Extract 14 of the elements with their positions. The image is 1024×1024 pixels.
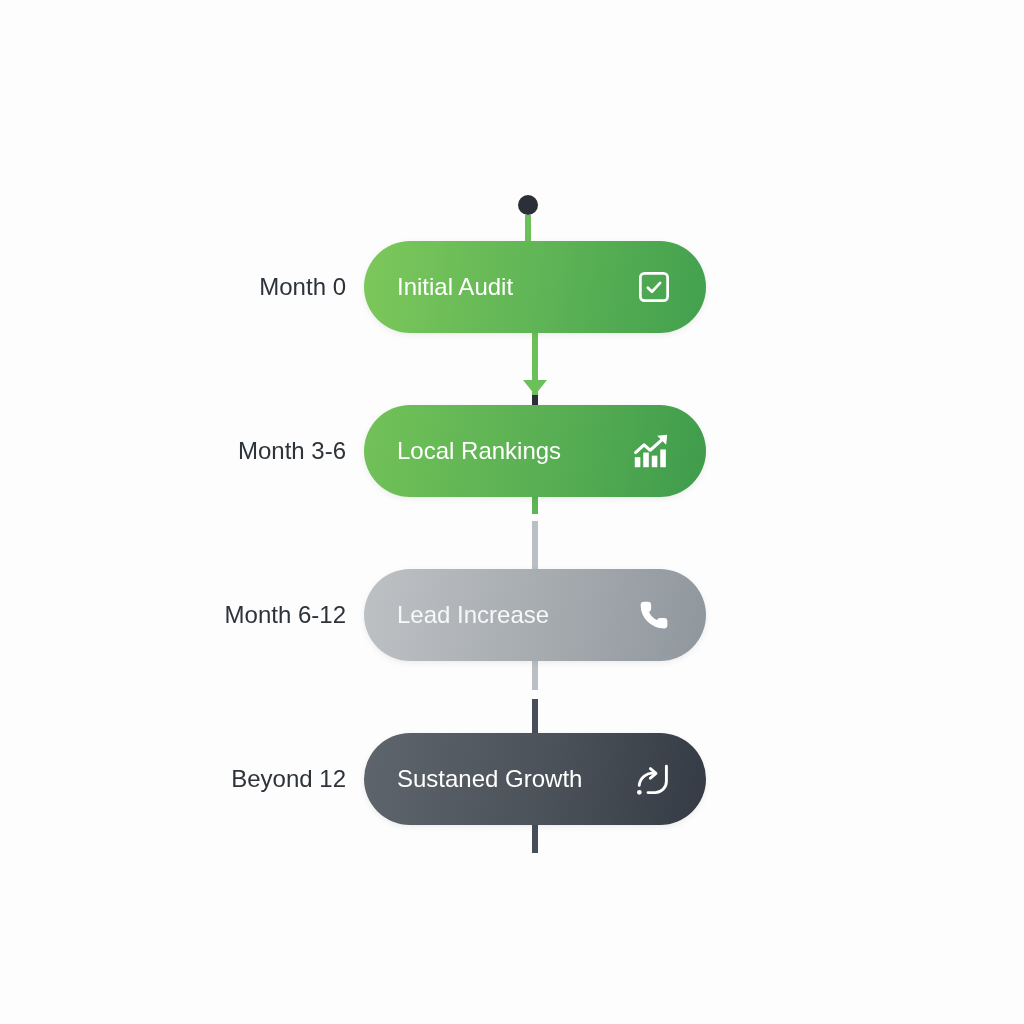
time-label: Month 0	[259, 272, 346, 302]
stage-title: Initial Audit	[397, 272, 514, 302]
time-label: Beyond 12	[231, 764, 346, 794]
stage-title: Lead Increase	[397, 600, 550, 630]
connector-line	[525, 215, 531, 241]
connector-line	[532, 497, 538, 569]
time-label: Month 6-12	[224, 600, 346, 630]
arrow	[523, 333, 547, 405]
connector-line	[532, 661, 538, 733]
stage-title: Local Rankings	[397, 436, 562, 466]
time-label: Month 3-6	[237, 436, 346, 466]
stage-title: Sustaned Growth	[397, 764, 583, 794]
start-dot	[518, 195, 538, 215]
connector-line	[532, 825, 538, 853]
